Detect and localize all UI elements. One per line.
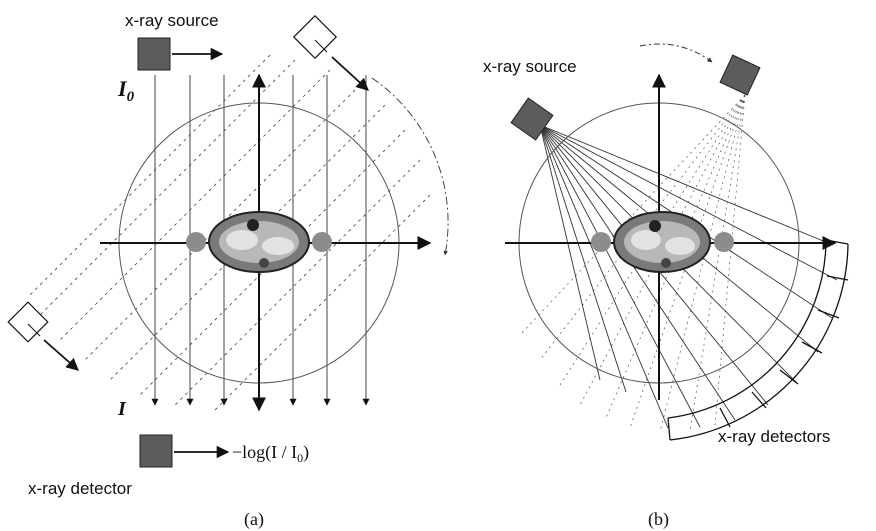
- caption-a: (a): [244, 509, 264, 530]
- fan-beam: [539, 124, 838, 429]
- rotated-detector: [7, 301, 79, 371]
- i-label: I: [117, 398, 127, 420]
- detector-label-a: x-ray detector: [28, 479, 132, 498]
- i0-label: I0: [117, 76, 135, 105]
- xray-detector-box: [139, 434, 173, 468]
- source-label-a: x-ray source: [125, 11, 219, 30]
- caption-b: (b): [648, 509, 669, 530]
- detector-arc: [667, 239, 849, 441]
- phantom-b: [591, 211, 734, 273]
- detector-label-b: x-ray detectors: [718, 427, 830, 446]
- source-label-b: x-ray source: [483, 57, 577, 76]
- rotated-source: [292, 14, 369, 91]
- xray-source-box: [137, 37, 171, 71]
- panel-b: x-ray detectors x-ray source (b): [483, 43, 849, 530]
- panel-a: x-ray source I0 I −log(I / I0) x-ray det…: [7, 11, 449, 530]
- rotation-arc: [371, 77, 449, 256]
- xray-source-box-b: [510, 97, 554, 141]
- log-formula: −log(I / I0): [232, 442, 309, 465]
- rotated-source-b: [719, 54, 761, 96]
- phantom: [186, 211, 332, 273]
- rotation-arrow-b: [639, 43, 713, 63]
- rotated-rays: [29, 54, 431, 411]
